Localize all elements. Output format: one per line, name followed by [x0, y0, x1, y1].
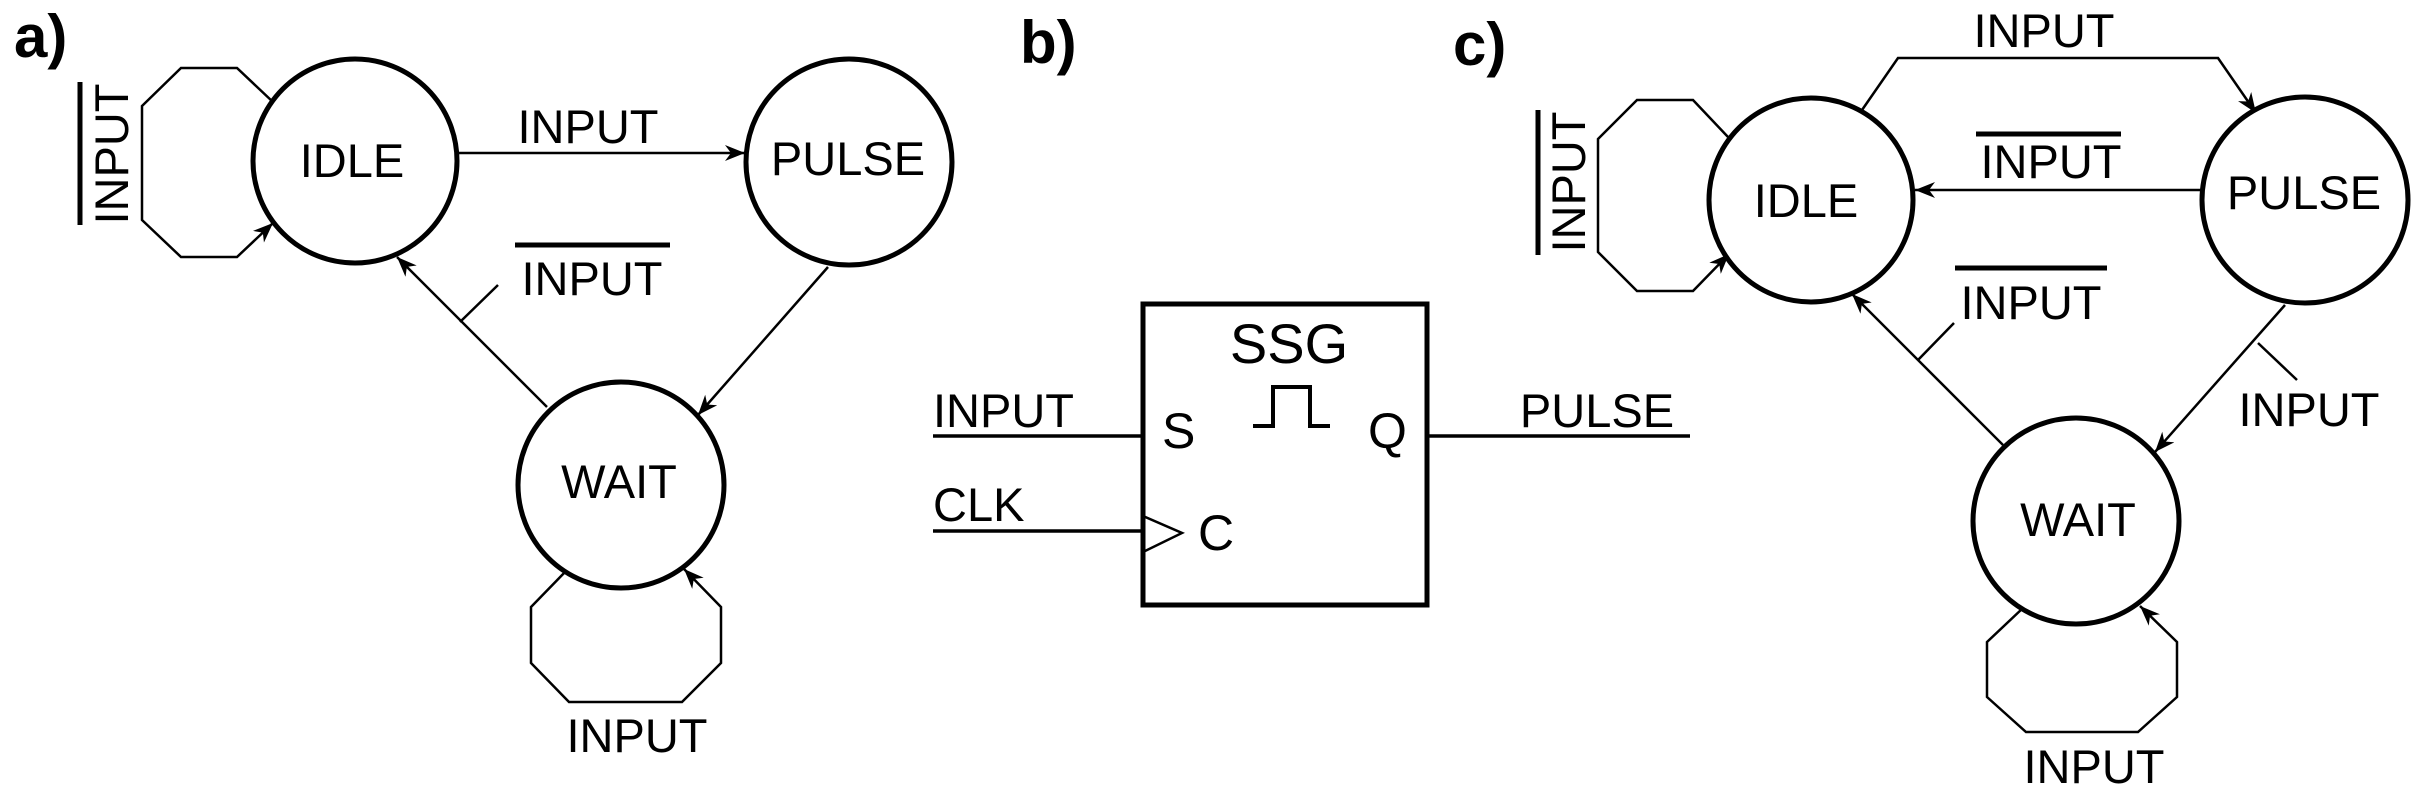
state-circle	[250, 56, 460, 266]
state-wait: WAIT	[515, 379, 727, 591]
transition-label: INPUT	[522, 252, 663, 305]
input-signal-clk: CLK	[933, 478, 1143, 533]
transition-idle-to-idle: INPUT	[77, 66, 274, 259]
label-leader-tick	[459, 284, 499, 323]
transition-arrow	[697, 266, 829, 416]
transition-label: INPUT	[567, 709, 708, 762]
pin-label-output: Q	[1368, 403, 1407, 459]
transition-wait-to-idle: INPUT	[1851, 265, 2107, 446]
self-loop-arrow	[1985, 605, 2179, 734]
block-title: SSG	[1230, 312, 1348, 375]
transition-wait-to-wait: INPUT	[529, 568, 723, 762]
transition-label: INPUT	[518, 100, 659, 153]
transition-label: INPUT	[1542, 112, 1595, 253]
state-label: PULSE	[2227, 166, 2381, 219]
state-label: IDLE	[300, 134, 405, 187]
state-label: WAIT	[2020, 493, 2136, 546]
transition-arrow	[1851, 293, 2004, 446]
transition-label: INPUT	[1981, 135, 2122, 188]
transition-pulse-to-idle: INPUT	[1915, 131, 2203, 198]
state-circle	[743, 56, 955, 268]
label-leader-tick	[2257, 342, 2298, 381]
panel-label-c: c)	[1453, 11, 1506, 78]
transition-idle-to-pulse: INPUT	[457, 100, 745, 161]
ssg-block: SSG S C Q	[1140, 301, 1430, 608]
state-pulse: PULSE	[2199, 94, 2411, 306]
transition-pulse-to-wait	[697, 266, 829, 416]
pin-label-clock: C	[1198, 505, 1234, 561]
block-body	[1140, 301, 1430, 608]
panel-label-b: b)	[1020, 9, 1077, 76]
output-signal-pulse: PULSE	[1427, 384, 1690, 438]
transition-pulse-to-wait: INPUT	[2154, 304, 2380, 453]
transition-idle-to-pulse: INPUT	[1860, 4, 2258, 114]
transition-label: INPUT	[1961, 276, 2102, 329]
input-signal-input: INPUT	[933, 384, 1143, 438]
transition-arrow	[1860, 56, 2258, 114]
self-loop-arrow	[1596, 98, 1730, 293]
state-circle	[1970, 415, 2182, 627]
transition-idle-to-idle: INPUT	[1535, 98, 1730, 293]
panel-c: c) INPUT INPUT INPUT INPUT	[1453, 4, 2411, 793]
state-pulse: PULSE	[743, 56, 955, 268]
self-loop-arrow	[140, 66, 274, 259]
transition-wait-to-wait: INPUT	[1985, 605, 2179, 793]
transition-arrow	[2154, 304, 2286, 453]
signal-label: INPUT	[933, 384, 1074, 437]
state-label: WAIT	[561, 455, 677, 508]
state-circle	[515, 379, 727, 591]
transition-label: INPUT	[1974, 4, 2115, 57]
state-circle	[1706, 95, 1916, 305]
panel-a: a) INPUT INPUT INPUT INPUT	[14, 3, 955, 762]
pin-label-set: S	[1162, 403, 1195, 459]
state-wait: WAIT	[1970, 415, 2182, 627]
state-label: PULSE	[771, 132, 925, 185]
transition-arrow	[396, 256, 548, 408]
panel-label-a: a)	[14, 3, 67, 70]
state-circle	[2199, 94, 2411, 306]
state-idle: IDLE	[250, 56, 460, 266]
signal-label: PULSE	[1520, 384, 1674, 437]
transition-label: INPUT	[2239, 383, 2380, 436]
pulse-waveform-icon	[1253, 385, 1330, 428]
state-idle: IDLE	[1706, 95, 1916, 305]
transition-label: INPUT	[2024, 740, 2165, 793]
transition-wait-to-idle: INPUT	[396, 242, 670, 408]
state-label: IDLE	[1754, 174, 1859, 227]
transition-label: INPUT	[85, 84, 138, 225]
panel-b: b) INPUT CLK PULSE SSG S C Q	[933, 9, 1690, 608]
signal-label: CLK	[933, 478, 1024, 531]
label-leader-tick	[1917, 322, 1955, 361]
clock-input-triangle-icon	[1142, 514, 1185, 554]
self-loop-arrow	[529, 568, 723, 704]
